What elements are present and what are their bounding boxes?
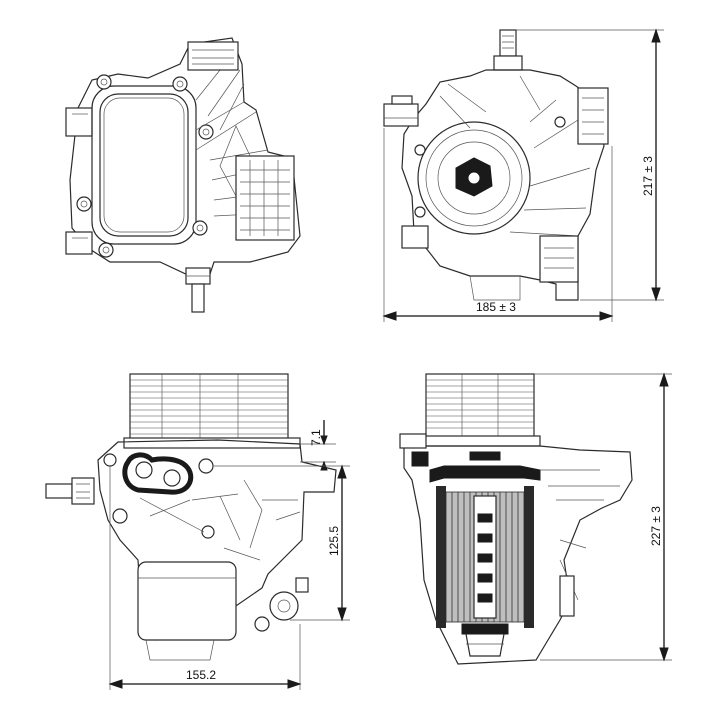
front-view: [45, 373, 337, 661]
side-height-dimension: 217 ± 3: [516, 28, 664, 302]
height-125-5-label: 125.5: [327, 526, 341, 556]
offset-7-1-label: 7.1: [309, 429, 323, 446]
width-155-2-label: 155.2: [186, 668, 216, 682]
height-217-label: 217 ± 3: [641, 156, 655, 196]
front-height-dimension: 125.5: [214, 464, 350, 622]
height-227-label: 227 ± 3: [649, 506, 663, 546]
side-view: [383, 29, 609, 301]
side-width-dimension: 185 ± 3: [382, 128, 614, 322]
front-width-dimension: 155.2: [108, 466, 302, 690]
section-view: [399, 373, 633, 665]
width-185-label: 185 ± 3: [476, 300, 516, 314]
top-view: [65, 37, 301, 313]
section-height-dimension: 227 ± 3: [534, 372, 672, 662]
